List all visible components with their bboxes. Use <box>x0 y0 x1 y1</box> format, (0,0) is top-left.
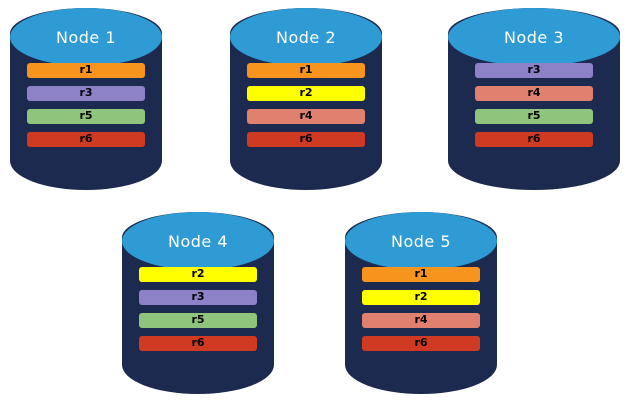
replica-label: r5 <box>191 313 205 326</box>
cylinder-top-ellipse: Node 4 <box>122 212 274 270</box>
replica-bar: r1 <box>362 267 480 282</box>
replica-label: r5 <box>79 109 93 122</box>
replica-bar: r4 <box>247 109 365 124</box>
replica-stack: r1 r2 r4 r6 <box>230 63 382 147</box>
database-node-cylinder: Node 1 r1 r3 r5 r6 <box>10 8 162 190</box>
replica-label: r2 <box>191 267 205 280</box>
node-title: Node 2 <box>275 28 337 47</box>
database-node-cylinder: Node 2 r1 r2 r4 r6 <box>230 8 382 190</box>
replica-bar: r6 <box>475 132 593 147</box>
replica-bar: r1 <box>27 63 145 78</box>
replica-bar: r5 <box>475 109 593 124</box>
replica-bar: r6 <box>27 132 145 147</box>
replica-label: r2 <box>299 86 313 99</box>
replica-label: r3 <box>527 63 541 76</box>
replica-label: r4 <box>527 86 541 99</box>
replica-bar: r4 <box>362 313 480 328</box>
node-title: Node 5 <box>390 232 452 251</box>
replica-label: r6 <box>414 336 428 349</box>
replica-stack: r2 r3 r5 r6 <box>122 267 274 351</box>
replica-bar: r5 <box>139 313 257 328</box>
replica-bar: r2 <box>247 86 365 101</box>
replica-stack: r3 r4 r5 r6 <box>448 63 620 147</box>
replica-bar: r6 <box>362 336 480 351</box>
replica-label: r4 <box>299 109 313 122</box>
replica-bar: r1 <box>247 63 365 78</box>
replica-label: r6 <box>299 132 313 145</box>
replica-bar: r2 <box>139 267 257 282</box>
database-node-cylinder: Node 5 r1 r2 r4 r6 <box>345 212 497 394</box>
replica-bar: r3 <box>27 86 145 101</box>
replica-label: r4 <box>414 313 428 326</box>
cylinder-top-ellipse: Node 1 <box>10 8 162 66</box>
replica-bar: r2 <box>362 290 480 305</box>
cylinder-top-ellipse: Node 2 <box>230 8 382 66</box>
node-title: Node 4 <box>167 232 229 251</box>
replica-stack: r1 r3 r5 r6 <box>10 63 162 147</box>
cylinder-top-ellipse: Node 5 <box>345 212 497 270</box>
node-title: Node 3 <box>503 28 565 47</box>
replica-label: r5 <box>527 109 541 122</box>
replica-bar: r3 <box>139 290 257 305</box>
replica-label: r6 <box>527 132 541 145</box>
replica-label: r3 <box>191 290 205 303</box>
database-node-cylinder: Node 4 r2 r3 r5 r6 <box>122 212 274 394</box>
replica-bar: r3 <box>475 63 593 78</box>
replica-label: r1 <box>299 63 313 76</box>
replica-label: r1 <box>414 267 428 280</box>
replica-label: r2 <box>414 290 428 303</box>
replica-label: r6 <box>191 336 205 349</box>
replica-label: r6 <box>79 132 93 145</box>
replica-bar: r6 <box>139 336 257 351</box>
database-node-cylinder: Node 3 r3 r4 r5 r6 <box>448 8 620 190</box>
replica-label: r1 <box>79 63 93 76</box>
node-title: Node 1 <box>55 28 117 47</box>
replica-bar: r4 <box>475 86 593 101</box>
replica-bar: r5 <box>27 109 145 124</box>
replica-label: r3 <box>79 86 93 99</box>
cylinder-top-ellipse: Node 3 <box>448 8 620 66</box>
replica-bar: r6 <box>247 132 365 147</box>
replica-stack: r1 r2 r4 r6 <box>345 267 497 351</box>
